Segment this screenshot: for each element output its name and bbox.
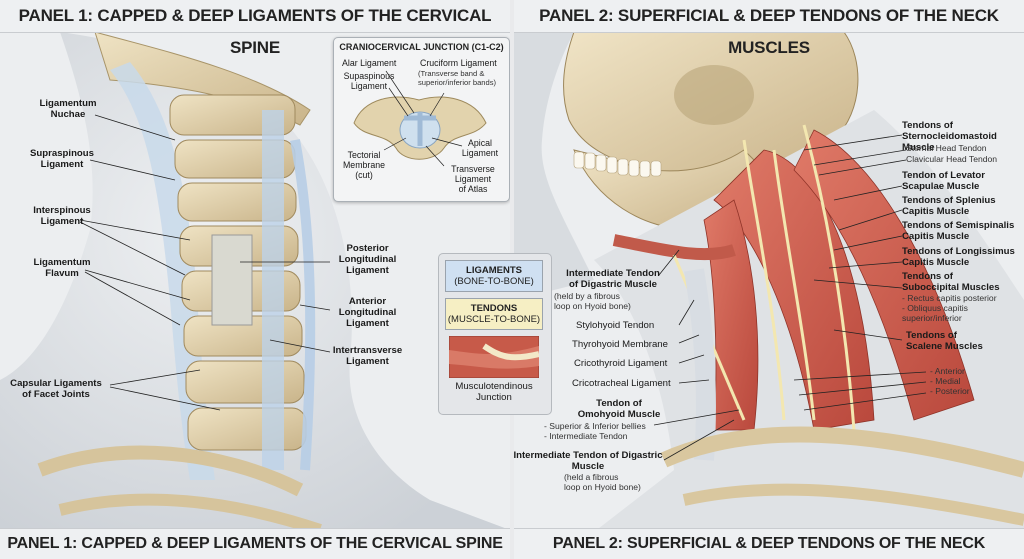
label-anterior-longitudinal-ligament: Anterior Longitudinal Ligament bbox=[338, 296, 397, 329]
legend-box: LIGAMENTS (BONE-TO-BONE) TENDONS (MUSCLE… bbox=[438, 253, 552, 415]
label-tectorial-membrane: Tectorial Membrane (cut) bbox=[342, 150, 386, 180]
atlas-axis-illustration bbox=[353, 70, 487, 167]
label-splenius-capitis: Tendons of Splenius Capitis Muscle bbox=[902, 195, 996, 217]
label-posterior-longitudinal-ligament: Posterior Longitudinal Ligament bbox=[338, 243, 397, 276]
label-interspinous-ligament: Interspinous Ligament bbox=[33, 205, 91, 227]
legend-junction-label: Musculotendinous Junction bbox=[455, 381, 533, 403]
leader-lines bbox=[653, 134, 927, 461]
label-digastric-top: Intermediate Tendon of Digastric Muscle bbox=[566, 268, 660, 290]
label-clavicular-head: Clavicular Head Tendon bbox=[906, 154, 998, 164]
label-supaspinous-ligament: Supaspinous Ligament bbox=[343, 71, 395, 91]
label-cruciform-sub: (Transverse band & superior/inferior ban… bbox=[418, 69, 497, 87]
label-levator-scapulae: Tendon of Levator Scapulae Muscle bbox=[902, 170, 985, 192]
legend-tendons: TENDONS (MUSCLE-TO-BONE) bbox=[445, 298, 543, 330]
label-sternal-head: Sternal Head Tendon bbox=[906, 143, 987, 153]
label-cricotracheal: Cricotracheal Ligament bbox=[572, 378, 671, 389]
label-alar-ligament: Alar Ligament bbox=[342, 58, 397, 68]
label-ligamentum-nuchae: Ligamentum Nuchae bbox=[39, 98, 97, 120]
panel1-footer: PANEL 1: CAPPED & DEEP LIGAMENTS OF THE … bbox=[0, 528, 510, 559]
musculotendinous-junction-image bbox=[449, 336, 539, 378]
label-digastric-top-sub: (held by a fibrous loop on Hyoid bone) bbox=[554, 291, 631, 311]
legend-ligaments-title: LIGAMENTS bbox=[466, 265, 522, 276]
label-capsular-ligaments: Capsular Ligaments of Facet Joints bbox=[10, 378, 102, 400]
label-cruciform-ligament: Cruciform Ligament bbox=[420, 58, 497, 68]
label-supraspinous-ligament: Supraspinous Ligament bbox=[30, 148, 94, 170]
panel-ligaments: PANEL 1: CAPPED & DEEP LIGAMENTS OF THE … bbox=[0, 0, 510, 559]
label-transverse-ligament-atlas: Transverse Ligament of Atlas bbox=[451, 164, 495, 194]
legend-ligaments: LIGAMENTS (BONE-TO-BONE) bbox=[445, 260, 543, 292]
label-suboccipital-sub: - Rectus capitis posterior - Obliquus ca… bbox=[902, 293, 997, 323]
label-stylohyoid: Stylohyoid Tendon bbox=[576, 320, 655, 331]
label-ligamentum-flavum: Ligamentum Flavum bbox=[33, 257, 91, 279]
label-scalene: Tendons of Scalene Muscles bbox=[906, 330, 983, 352]
panel2-footer: PANEL 2: SUPERFICIAL & DEEP TENDONS OF T… bbox=[514, 528, 1024, 559]
label-apical-ligament: Apical Ligament bbox=[461, 138, 499, 158]
label-digastric-bottom-sub: (held a fibrous loop on Hyoid bone) bbox=[564, 472, 641, 492]
legend-tendons-title: TENDONS bbox=[470, 303, 518, 314]
label-longissimus-capitis: Tendons of Longissimus Capitis Muscle bbox=[902, 246, 1015, 268]
label-thyrohyoid: Thyrohyoid Membrane bbox=[572, 339, 668, 350]
label-cricothyroid: Cricothyroid Ligament bbox=[574, 358, 668, 369]
craniocervical-inset: CRANIOCERVICAL JUNCTION (C1-C2) Alar Lig… bbox=[333, 37, 510, 202]
label-omohyoid-sub: - Superior & Inferior bellies - Intermed… bbox=[544, 421, 646, 441]
legend-ligaments-sub: (BONE-TO-BONE) bbox=[454, 276, 534, 287]
legend-tendons-sub: (MUSCLE-TO-BONE) bbox=[447, 314, 541, 325]
neck-muscles-illustration bbox=[514, 31, 1024, 532]
label-scalene-sub: - Anterior - Medial - Posterior bbox=[930, 366, 970, 396]
label-semispinalis-capitis: Tendons of Semispinalis Capitis Muscle bbox=[902, 220, 1015, 242]
label-digastric-bottom: Intermediate Tendon of Digastric Muscle bbox=[514, 450, 663, 472]
panel1-title: PANEL 1: CAPPED & DEEP LIGAMENTS OF THE … bbox=[0, 0, 510, 57]
label-omohyoid: Tendon of Omohyoid Muscle bbox=[577, 398, 661, 420]
panel-tendons: PANEL 2: SUPERFICIAL & DEEP TENDONS OF T… bbox=[514, 0, 1024, 559]
label-intertransverse-ligament: Intertransverse Ligament bbox=[332, 345, 403, 367]
label-scm-tendons: Tendons of Sternocleidomastoid Muscle bbox=[902, 120, 997, 153]
panel2-title: PANEL 2: SUPERFICIAL & DEEP TENDONS OF T… bbox=[514, 0, 1024, 57]
leader-lines bbox=[79, 114, 331, 411]
label-suboccipital: Tendons of Suboccipital Muscles bbox=[902, 271, 1000, 293]
inset-title: CRANIOCERVICAL JUNCTION (C1-C2) bbox=[339, 42, 504, 52]
